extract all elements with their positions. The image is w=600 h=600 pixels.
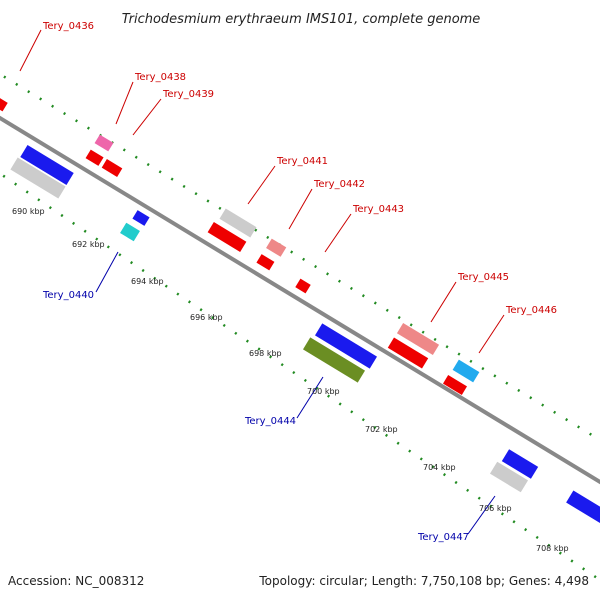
gene-feature-0446b[interactable] <box>443 375 467 395</box>
gene-labels-top: Tery_0436 Tery_0438 Tery_0439 Tery_0441 … <box>42 21 557 316</box>
gene-feature-0441[interactable] <box>207 222 247 252</box>
gene-label-0445[interactable]: Tery_0445 <box>457 272 509 283</box>
gene-feature-blue-4[interactable] <box>501 449 539 479</box>
tick-label: 696 kbp <box>190 313 223 322</box>
gene-label-0441[interactable]: Tery_0441 <box>276 156 328 167</box>
gene-feature-0447[interactable] <box>489 461 529 493</box>
inner-track-guide <box>0 172 600 582</box>
tick-label: 694 kbp <box>131 277 164 286</box>
gene-feature-0445b[interactable] <box>387 337 429 369</box>
topology-text: Topology: circular; Length: 7,750,108 bp… <box>258 574 589 588</box>
tick-label: 706 kbp <box>479 504 512 513</box>
tick-label: 692 kbp <box>72 240 105 249</box>
tick-label: 690 kbp <box>12 207 45 216</box>
gene-label-0443[interactable]: Tery_0443 <box>352 204 404 215</box>
gene-label-0446[interactable]: Tery_0446 <box>505 305 557 316</box>
gene-feature-0440[interactable] <box>120 222 140 242</box>
tick-label: 708 kbp <box>536 544 569 553</box>
gene-label-0447[interactable]: Tery_0447 <box>417 532 469 543</box>
gene-feature-0442[interactable] <box>266 238 287 257</box>
map-title: Trichodesmium erythraeum IMS101, complet… <box>122 12 481 27</box>
gene-feature-0443[interactable] <box>295 278 311 294</box>
gene-feature-0444[interactable] <box>303 337 365 383</box>
gene-feature-0439a[interactable] <box>85 149 104 166</box>
gene-feature-0439b[interactable] <box>101 159 123 177</box>
gene-feature-0446[interactable] <box>452 359 480 383</box>
gene-feature-blue-3[interactable] <box>315 323 377 369</box>
gene-label-0440[interactable]: Tery_0440 <box>42 290 94 301</box>
callout-lines <box>19 29 505 535</box>
gene-feature-blue-1[interactable] <box>20 145 74 185</box>
gene-feature-0438[interactable] <box>94 134 114 152</box>
gene-feature-grey-1[interactable] <box>10 157 66 199</box>
accession-text: Accession: NC_008312 <box>8 574 144 588</box>
gene-feature-0436[interactable] <box>0 92 8 112</box>
tick-label: 704 kbp <box>423 463 456 472</box>
gene-feature-0442b[interactable] <box>256 254 275 271</box>
gene-label-0438[interactable]: Tery_0438 <box>134 72 186 83</box>
gene-labels-bottom: Tery_0440 Tery_0444 Tery_0447 <box>42 290 469 543</box>
track-guides <box>0 72 600 582</box>
outer-track-guide <box>0 72 600 442</box>
tick-label: 698 kbp <box>249 349 282 358</box>
gene-label-0436[interactable]: Tery_0436 <box>42 21 94 32</box>
tick-label: 702 kbp <box>365 425 398 434</box>
gene-feature-0445[interactable] <box>396 322 440 356</box>
genes <box>0 92 600 530</box>
genome-backbone <box>0 115 600 485</box>
gene-label-0439[interactable]: Tery_0439 <box>162 89 214 100</box>
gene-label-0442[interactable]: Tery_0442 <box>313 179 365 190</box>
gene-feature-grey-2[interactable] <box>219 208 257 238</box>
gene-feature-blue-5[interactable] <box>566 490 600 530</box>
tick-label: 700 kbp <box>307 387 340 396</box>
gene-feature-blue-2[interactable] <box>132 210 150 226</box>
gene-label-0444[interactable]: Tery_0444 <box>244 416 296 427</box>
tick-labels: 690 kbp 692 kbp 694 kbp 696 kbp 698 kbp … <box>12 207 569 553</box>
